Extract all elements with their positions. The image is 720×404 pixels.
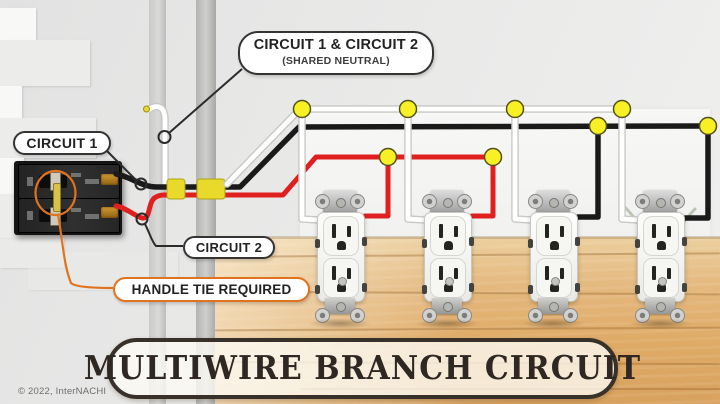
handle-tie-highlight-circle [34,169,77,217]
shared-neutral-wire [223,105,642,224]
handle-tie-label-text: HANDLE TIE REQUIRED [131,282,292,297]
handle-tie-leader-line [56,213,114,290]
circuit2-label: CIRCUIT 2 [183,236,275,259]
title-banner: MULTIWIRE BRANCH CIRCUIT [84,338,640,399]
circuit2-red-wire [113,154,496,221]
receptacle-2 [415,190,479,330]
junction-dot [588,116,608,136]
breaker-panel [14,161,122,235]
receptacle-3 [521,190,585,330]
wire-end-tip [143,105,150,113]
circuit2-leader-line [144,223,183,247]
junction-dot [483,147,503,167]
shared-neutral-label: CIRCUIT 1 & CIRCUIT 2 (SHARED NEUTRAL) [238,31,434,75]
circuit2-pointer-ring [135,212,149,226]
junction-dot [292,99,312,119]
neutral-wire-panel-end [143,102,169,187]
diagram-title: MULTIWIRE BRANCH CIRCUIT [83,349,642,388]
shared-neutral-label-line1: CIRCUIT 1 & CIRCUIT 2 [253,37,419,53]
wall-stud-left [149,0,166,404]
junction-dot [378,147,398,167]
breaker2-terminal [101,207,118,218]
junction-dots [292,99,718,167]
circuit1-label-text: CIRCUIT 1 [26,135,98,151]
junction-dot [698,116,718,136]
wall-stud-right [196,0,216,404]
circuit1-leader-line [105,149,137,181]
shared-neutral-leader-line [168,68,243,134]
circuit1-pointer-ring [134,177,148,191]
handle-tie-bar [53,183,61,212]
junction-dot [505,99,525,119]
receptacle-4 [628,190,692,330]
copyright-text: © 2022, InterNACHI [18,386,107,397]
breaker1-terminal [101,174,118,185]
handle-tie-label: HANDLE TIE REQUIRED [113,277,310,302]
cable-jacket [166,178,226,200]
junction-dot [398,99,418,119]
junction-dot [612,99,632,119]
shared-neutral-pointer-ring [157,130,172,144]
receptacle-1 [308,190,372,330]
circuit2-label-text: CIRCUIT 2 [195,240,263,255]
shared-neutral-label-line2: (SHARED NEUTRAL) [282,55,390,67]
circuit1-label: CIRCUIT 1 [13,131,111,155]
